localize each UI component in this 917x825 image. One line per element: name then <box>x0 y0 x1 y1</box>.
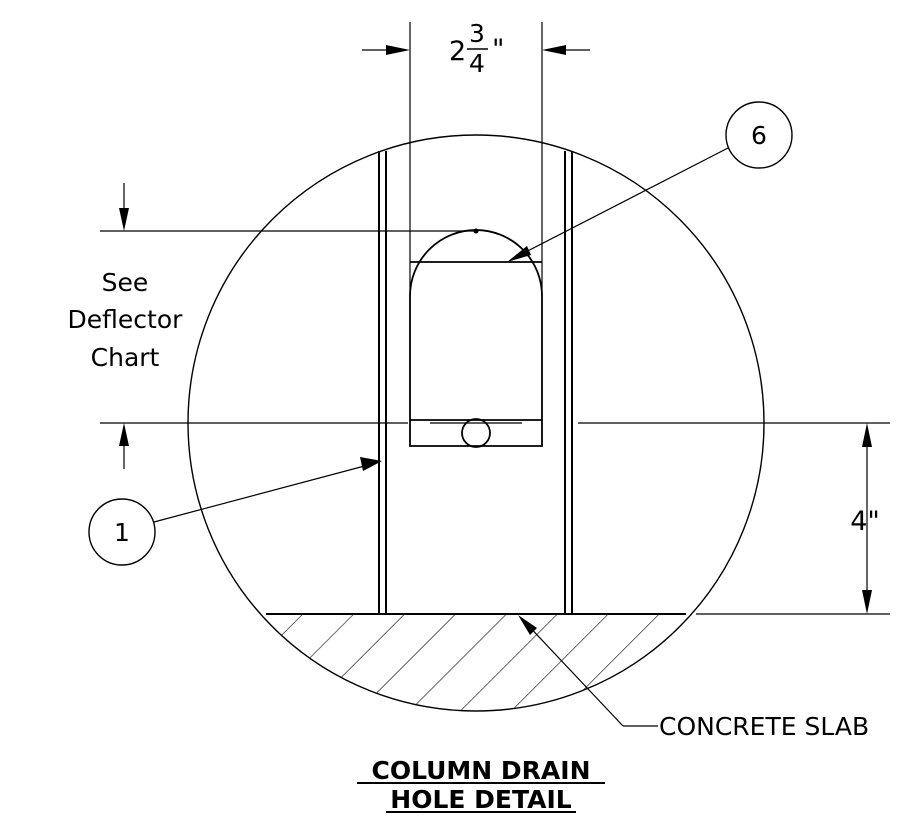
deflector-arrow-top <box>119 208 129 231</box>
callout-6-leader <box>513 147 729 259</box>
callout-1-arrow <box>360 457 382 471</box>
slab-leader-arrow <box>518 615 537 635</box>
width-whole: 2 <box>449 36 466 67</box>
width-dimension-text: 2 3 4 " <box>449 19 504 78</box>
width-numerator: 3 <box>469 19 485 48</box>
column-walls <box>378 151 573 614</box>
drain-hole <box>409 229 543 448</box>
height-arrow-bottom <box>862 590 872 614</box>
width-denominator: 4 <box>469 49 485 78</box>
apex-point <box>473 228 479 234</box>
note-line-2: Deflector <box>68 305 184 334</box>
concrete-slab-label: CONCRETE SLAB <box>659 712 869 741</box>
callout-1-label: 1 <box>114 518 130 547</box>
width-arrow-left <box>386 45 410 55</box>
callout-6-arrow <box>507 246 531 262</box>
note-line-1: See <box>102 268 149 297</box>
title-line-1: COLUMN DRAIN <box>371 756 590 785</box>
width-arrow-right <box>542 45 566 55</box>
width-unit: " <box>492 34 504 65</box>
note-line-3: Chart <box>91 343 160 372</box>
deflector-arrow-bottom <box>119 423 129 446</box>
callout-6-label: 6 <box>751 121 767 150</box>
callout-6-bubble <box>725 101 793 169</box>
callout-1-bubble <box>88 498 156 566</box>
deflector-note: See Deflector Chart <box>68 268 184 372</box>
height-dimension-label: 4" <box>850 506 880 537</box>
slab-leader-diagonal <box>522 619 624 727</box>
callout-1-leader <box>153 463 373 523</box>
title-line-2: HOLE DETAIL <box>390 785 571 814</box>
height-arrow-top <box>862 423 872 447</box>
detail-title: COLUMN DRAIN HOLE DETAIL <box>357 756 605 814</box>
height-dimension <box>696 446 890 615</box>
